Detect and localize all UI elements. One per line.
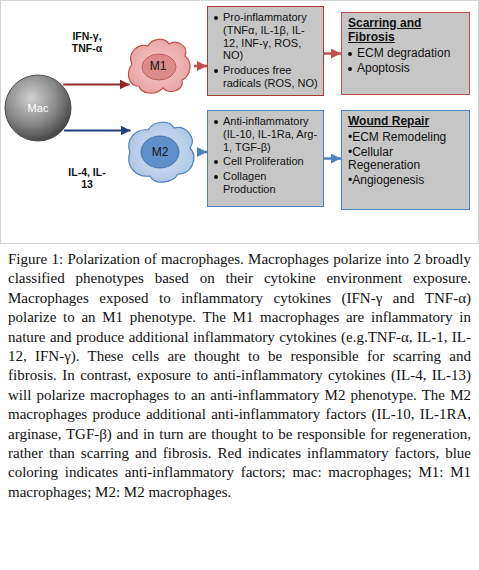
factor-box: Anti-inflammatory (IL-10, IL-1Ra, Arg-1,…	[207, 110, 324, 207]
box-heading: Scarring and Fibrosis	[348, 16, 421, 44]
list-row: Anti-inflammatory (IL-10, IL-1Ra, Arg-1,…	[214, 115, 318, 153]
list-item: •Angiogenesis	[348, 173, 424, 187]
list-item: Collagen Production	[223, 170, 318, 196]
box-heading: Wound Repair	[348, 114, 429, 128]
list-row: •Cellular Regeneration	[348, 146, 464, 174]
m2-cell: M2	[122, 118, 198, 186]
figure-frame	[1, 1, 479, 244]
bullet-dot	[214, 160, 218, 164]
arrow-connector	[63, 84, 129, 86]
bullet-dot	[214, 69, 218, 73]
bullet-dot	[214, 120, 218, 124]
cell-outline	[5, 75, 71, 141]
bullet-dot	[348, 67, 352, 71]
arrow-connector	[198, 151, 207, 154]
figure-caption: Figure 1: Polarization of macrophages. M…	[8, 250, 471, 502]
list-item: •Cellular Regeneration	[348, 145, 420, 173]
arrow-connector	[194, 65, 207, 68]
arrow-connector	[64, 130, 131, 132]
list-item: ECM degradation	[357, 47, 450, 61]
outcome-box: Scarring and FibrosisECM degradationApop…	[341, 12, 470, 95]
list-item: Pro-inflammatory (TNFα, IL-1β, IL-12, IN…	[223, 11, 318, 62]
list-item: Apoptosis	[357, 62, 410, 76]
bullet-dot	[214, 175, 218, 179]
cell-outline	[128, 39, 190, 93]
cell-nucleus	[142, 54, 176, 80]
cell-label: Mac	[28, 102, 49, 114]
factor-box: Pro-inflammatory (TNFα, IL-1β, IL-12, IN…	[207, 6, 324, 96]
macrophage-circle: Mac	[4, 73, 72, 143]
list-row: Collagen Production	[214, 170, 318, 196]
cytokine-label: IL-4, IL-13	[64, 166, 110, 190]
list-item: Cell Proliferation	[223, 155, 304, 168]
cell-label: M1	[150, 59, 167, 73]
list-item: Produces free radicals (ROS, NO)	[223, 64, 318, 90]
cell-nucleus	[141, 136, 179, 168]
list-item: •ECM Remodeling	[348, 130, 446, 144]
bullet-dot	[214, 16, 218, 20]
outcome-box: Wound Repair •ECM Remodeling•Cellular Reg…	[341, 110, 470, 210]
list-row: Wound Repair	[348, 115, 464, 129]
arrow-connector	[324, 52, 341, 55]
arrow-connector	[324, 157, 341, 160]
m1-cell: M1	[122, 36, 194, 96]
bullet-dot	[348, 52, 352, 56]
list-row: ECM degradation	[348, 47, 464, 61]
list-row: Apoptosis	[348, 62, 464, 76]
list-row: Pro-inflammatory (TNFα, IL-1β, IL-12, IN…	[214, 11, 318, 62]
shape-text-wrap: Mac	[4, 73, 72, 143]
shape-text-wrap: M2	[122, 118, 198, 186]
list-row: Scarring and Fibrosis	[348, 17, 464, 45]
cytokine-label: IFN-γ, TNF-α	[64, 30, 110, 54]
list-row: •Angiogenesis	[348, 174, 464, 188]
list-row: Produces free radicals (ROS, NO)	[214, 64, 318, 90]
list-row: •ECM Remodeling	[348, 131, 464, 145]
shape-text-wrap: M1	[122, 36, 194, 96]
list-item: Anti-inflammatory (IL-10, IL-1Ra, Arg-1,…	[223, 115, 318, 153]
cell-label: M2	[152, 145, 169, 159]
cell-outline	[129, 122, 194, 182]
list-row: Cell Proliferation	[214, 155, 318, 168]
